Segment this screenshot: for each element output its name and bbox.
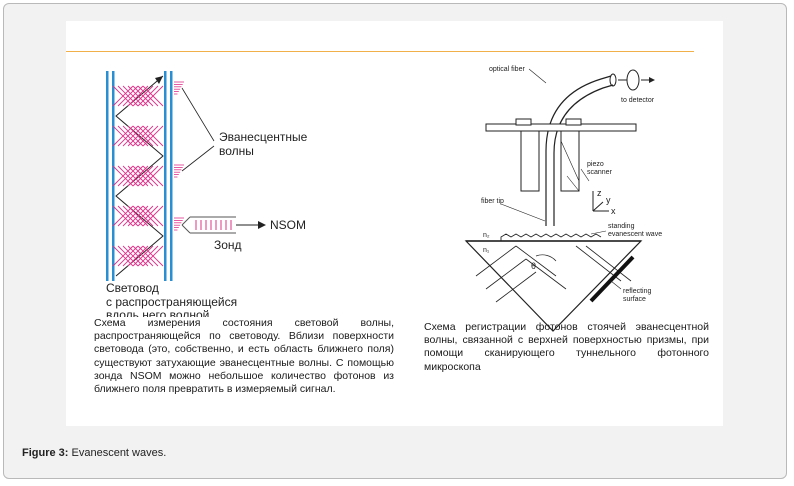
mount-plate (485, 123, 637, 132)
label-evanescent-wave: evanescent wave (608, 231, 662, 238)
figure-image-panel: Эванесцентные волны NSOM Зонд Световод с… (66, 21, 723, 426)
label-piezo: piezo (587, 161, 604, 168)
waveguide-left-wall-outer (106, 71, 109, 281)
standing-wave (500, 233, 602, 241)
label-theta: θ (531, 261, 536, 271)
piezo-left (520, 130, 540, 192)
detector-lens (626, 69, 640, 91)
waveguide-left-wall-inner (112, 71, 115, 281)
label-to-detector: to detector (621, 97, 655, 104)
fiber-end (609, 73, 617, 87)
label-evanescent-line1: Эванесцентные (219, 130, 308, 144)
label-evanescent-line2: волны (219, 144, 254, 158)
figure-caption-text: Evanescent waves. (68, 447, 167, 459)
label-optical-fiber: optical fiber (489, 66, 525, 73)
label-waveguide-line2: с распространяющейся (106, 295, 237, 309)
left-caption: Схема измерения состояния световой волны… (94, 317, 394, 396)
nsom-arrowhead (258, 221, 266, 229)
label-scanner: scanner (587, 169, 613, 176)
label-n2: n₂ (483, 232, 490, 239)
right-caption: Схема регистрации фотонов стоячей эванес… (424, 321, 709, 373)
waveguide-diagram: Эванесцентные волны NSOM Зонд Световод с… (106, 71, 308, 322)
label-n1: n₁ (483, 247, 490, 254)
figure-caption: Figure 3: Evanescent waves. (22, 447, 166, 459)
ray-arrowhead (155, 76, 163, 84)
reflecting-surface (589, 255, 635, 303)
orange-divider (66, 51, 694, 52)
label-waveguide-line1: Световод (106, 281, 159, 295)
label-surface: surface (623, 296, 646, 303)
label-reflecting: reflecting (623, 288, 652, 295)
pointer-line-1 (181, 87, 215, 142)
prism (464, 240, 643, 332)
waveguide-right-wall-outer (170, 71, 173, 281)
stom-diagram: z y x θ n₂ n₁ optical fiber to detector (464, 66, 662, 332)
label-waveguide-line3: вдоль него волной (106, 308, 209, 322)
propagating-ray (115, 75, 164, 277)
label-nsom: NSOM (270, 218, 306, 232)
waveguide-right-wall-inner (164, 71, 167, 281)
figure-label: Figure 3: (22, 447, 69, 459)
axis-x: x (611, 206, 616, 216)
interference-hatch (112, 85, 164, 267)
optical-fiber (545, 75, 612, 226)
axis-y: y (606, 195, 611, 205)
label-probe: Зонд (214, 238, 242, 252)
nsom-probe (181, 216, 266, 234)
label-standing: standing (608, 223, 635, 230)
evanescent-fans (174, 81, 184, 231)
axis-z: z (597, 188, 602, 198)
label-fiber-tip: fiber tip (481, 198, 504, 205)
pointer-line-2 (181, 145, 215, 172)
